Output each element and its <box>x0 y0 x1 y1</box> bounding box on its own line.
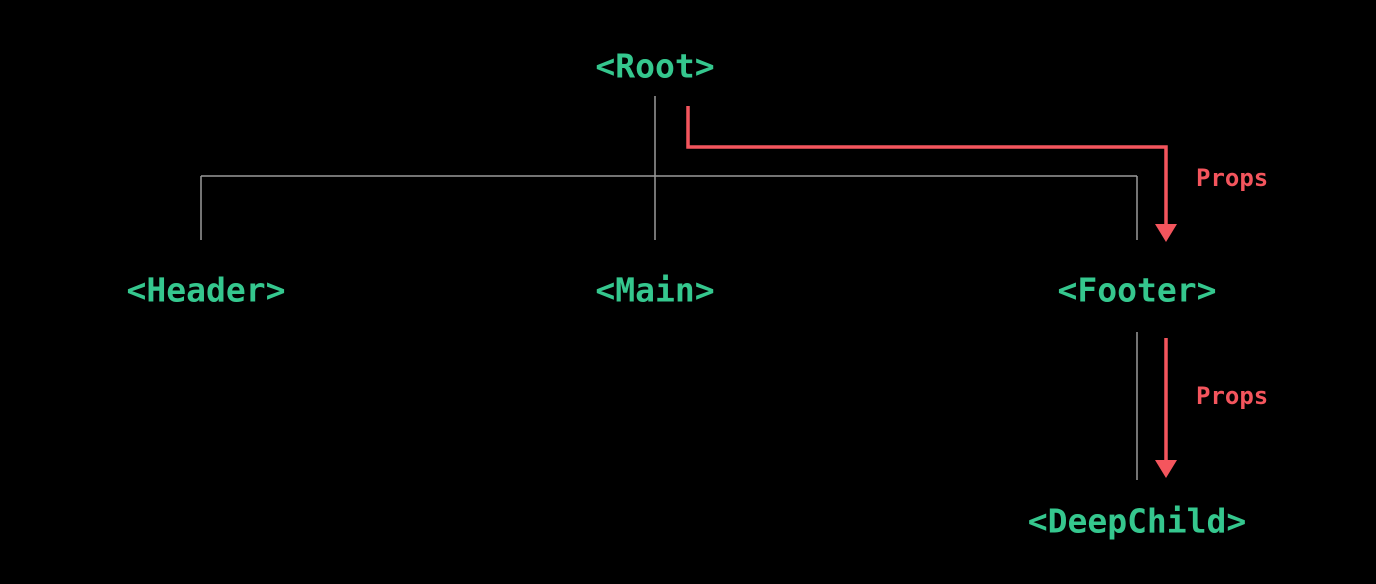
props-arrow-footer-to-deepchild <box>1155 338 1177 478</box>
node-header: <Header> <box>126 270 286 310</box>
props-arrow-root-to-footer-head <box>1155 224 1177 242</box>
tree-lines <box>200 96 1138 480</box>
node-footer: <Footer> <box>1057 270 1217 310</box>
props-arrow-footer-to-deepchild-head <box>1155 460 1177 478</box>
node-main: <Main> <box>595 270 715 310</box>
node-deepchild: <DeepChild> <box>1027 501 1247 541</box>
node-root: <Root> <box>595 46 715 86</box>
props-arrow-root-to-footer <box>686 106 1177 242</box>
props-label-root-to-footer: Props <box>1196 164 1269 192</box>
props-label-footer-to-deepchild: Props <box>1196 382 1269 410</box>
props-arrow-root-to-footer-line <box>686 106 1168 226</box>
